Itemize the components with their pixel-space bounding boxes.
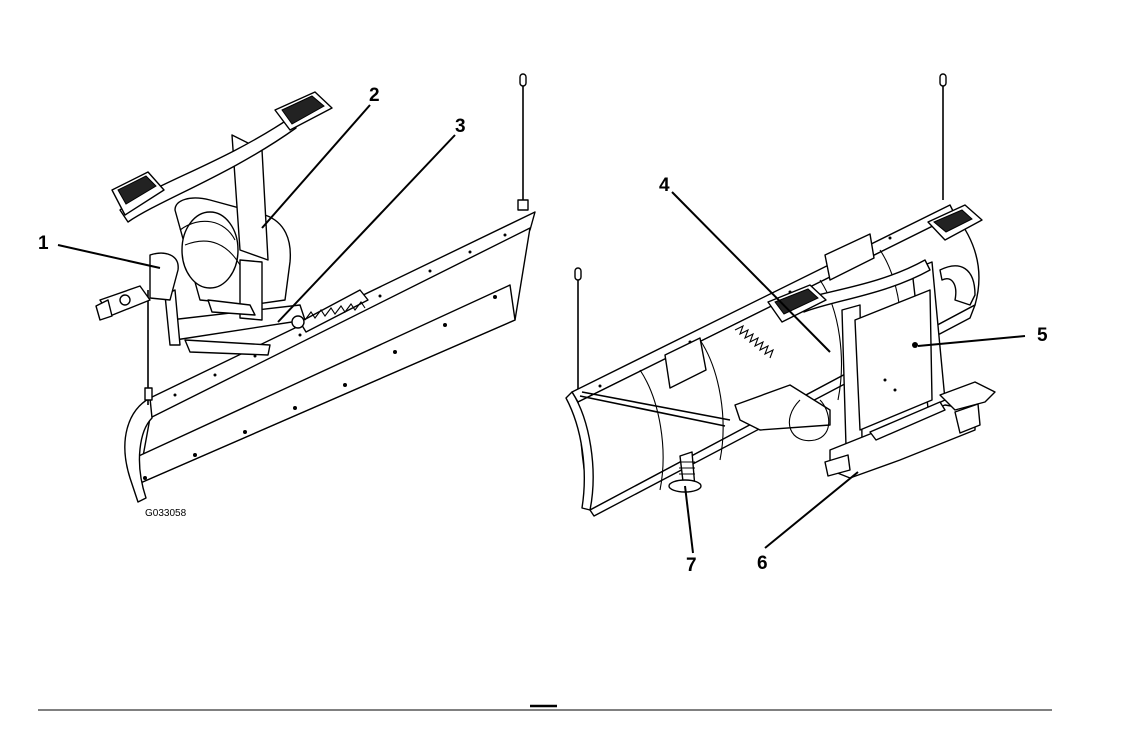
- callout-2: 2: [369, 85, 380, 106]
- callout-3: 3: [455, 116, 466, 137]
- callout-numbers: 1 2 3 4 5 6 7: [38, 85, 1048, 576]
- figure-id: G033058: [145, 508, 187, 519]
- callout-4: 4: [659, 175, 670, 196]
- right-plow-view: [565, 73, 996, 517]
- callout-7: 7: [686, 555, 697, 576]
- cutting-edge-bolts: [143, 295, 497, 480]
- right-light-2: [927, 204, 983, 241]
- left-plow-view: [95, 73, 536, 503]
- callout-5: 5: [1037, 325, 1048, 346]
- top-rail-bolts: [173, 233, 507, 397]
- callout-1: 1: [38, 233, 49, 254]
- left-light-2: [274, 91, 333, 131]
- left-light-1: [111, 171, 165, 216]
- callout-leaders: [57, 104, 1026, 554]
- callout-6: 6: [757, 553, 768, 574]
